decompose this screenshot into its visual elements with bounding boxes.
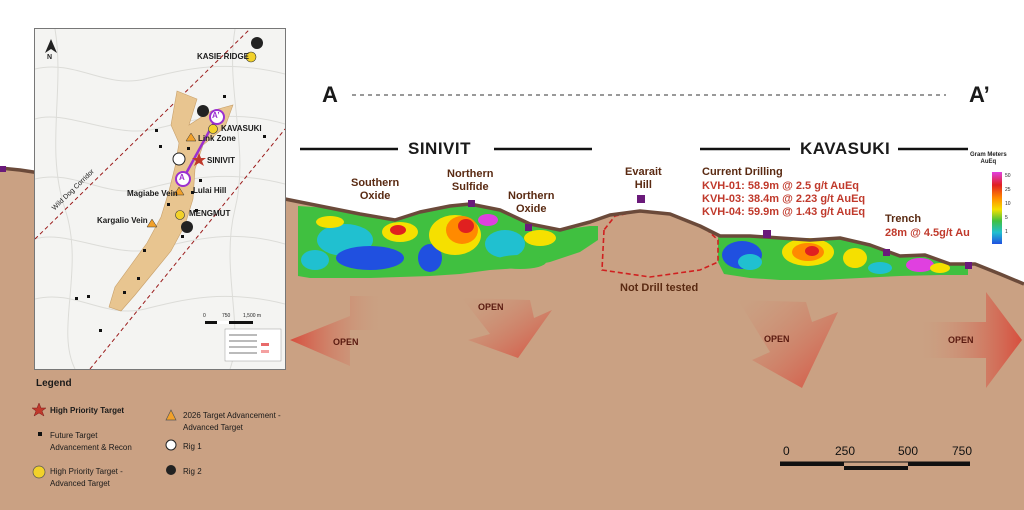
link-zone-target: [185, 132, 197, 142]
colorbar-tick-5: 5: [1005, 215, 1008, 221]
collar-evarait: [637, 195, 645, 203]
colorbar-title: Gram Meters AuEq: [970, 152, 1007, 165]
mengmut-map-label: MENGMUT: [189, 209, 231, 218]
open-arrow-west: [290, 296, 380, 366]
colorbar-tick-1: 1: [1005, 229, 1008, 235]
open-label-west: OPEN: [333, 337, 359, 347]
sinivit-star: [192, 153, 206, 166]
kavasuki-heading: KAVASUKI: [800, 139, 891, 158]
scale-tick-750: 750: [952, 444, 973, 458]
inset-mini-legend: [224, 328, 282, 362]
rig-icon-mengmut: [181, 221, 193, 233]
colorbar-tick-25: 25: [1005, 187, 1011, 193]
north-label: N: [47, 54, 53, 61]
kavasuki-grade-zone: [718, 236, 968, 280]
open-arrow-south-1: [462, 298, 552, 358]
legend-high-priority: High Priority Target: [50, 406, 125, 415]
legend-2026-advancement: 2026 Target Advancement - Advanced Targe…: [183, 411, 281, 432]
rig-icon-kasie: [251, 37, 263, 49]
rig-icon-kavasuki: [197, 105, 209, 117]
advancement-triangle-icon: [165, 409, 177, 421]
scale-tick-250: 250: [835, 444, 856, 458]
southern-oxide-label: Southern Oxide: [351, 177, 400, 202]
inset-scale-tick-0: 0: [203, 313, 206, 319]
trench-title: Trench: [885, 213, 922, 225]
collar-north-oxide: [525, 224, 532, 231]
inset-map-graphic: [35, 29, 285, 369]
collar-north-sulfide: [468, 200, 475, 207]
legend-rig1: Rig 1: [183, 442, 202, 451]
section-end-a: [175, 171, 191, 187]
kasie-ridge-target: [245, 51, 257, 63]
endpoint-a-prime-label: A’: [969, 82, 990, 107]
corridor-line-west: [35, 29, 251, 240]
collar-kavasuki-east: [965, 262, 972, 269]
high-priority-advanced-circle-icon: [32, 465, 46, 479]
rig2-icon: [166, 465, 176, 475]
current-drilling-title: Current Drilling: [702, 166, 783, 178]
scale-bar: [780, 461, 970, 470]
colorbar-ramp: [992, 172, 1002, 244]
endpoint-a-label: A: [322, 82, 338, 107]
legend-title: Legend: [36, 378, 72, 389]
kargalio-vein-label: Kargalio Vein: [97, 216, 148, 225]
inset-location-map: N KASIE RIDGE KAVASUKI Link Zone SINIVIT…: [34, 28, 286, 370]
drill-result-kvh03: KVH-03: 38.4m @ 2.23 g/t AuEq: [702, 193, 866, 205]
kargalio-target: [146, 218, 158, 228]
not-drill-tested-label: Not Drill tested: [620, 282, 699, 294]
rig-icon-sinivit: [172, 152, 186, 166]
kavasuki-target: [208, 124, 218, 134]
colorbar-tick-50: 50: [1005, 173, 1011, 179]
not-drill-tested-outline: [601, 210, 719, 278]
evarait-hill-label: Evarait Hill: [625, 166, 662, 191]
future-target-markers: [75, 95, 266, 332]
scale-tick-500: 500: [898, 444, 919, 458]
north-arrow-icon: [45, 39, 57, 53]
inset-scale-tick-750: 750: [222, 313, 231, 319]
collar-trench: [883, 249, 890, 256]
northern-oxide-label: Northern Oxide: [508, 190, 555, 215]
sinivit-map-label: SINIVIT: [207, 156, 236, 165]
section-end-a-label: A: [179, 173, 185, 182]
section-end-a-prime-label: A’: [212, 111, 220, 120]
future-target-square-icon: [38, 432, 42, 436]
magiabe-target: [173, 186, 185, 196]
drill-result-kvh01: KVH-01: 58.9m @ 2.5 g/t AuEq: [702, 180, 860, 192]
lulai-hill-label: Lulai Hill: [193, 186, 227, 195]
kasie-ridge-label: KASIE RIDGE: [197, 52, 250, 61]
high-priority-star-icon: [32, 403, 46, 417]
inset-mini-legend-lines: [229, 334, 257, 354]
collar-kavasuki-1: [763, 230, 771, 238]
legend-future-target: Future Target Advancement & Recon: [50, 431, 132, 452]
open-arrow-east: [922, 292, 1022, 388]
legend-high-priority-advanced: High Priority Target - Advanced Target: [50, 467, 123, 488]
sinivit-heading: SINIVIT: [408, 139, 472, 158]
collar-west: [0, 166, 6, 172]
kavasuki-map-label: KAVASUKI: [221, 124, 262, 133]
northern-sulfide-label: Northern Sulfide: [447, 168, 494, 193]
legend-rig2: Rig 2: [183, 467, 202, 476]
inset-scale-tick-1500: 1,500 m: [243, 313, 262, 319]
mengmut-target: [175, 210, 185, 220]
open-arrow-south-2: [738, 300, 838, 388]
trench-result: 28m @ 4.5g/t Au: [885, 227, 970, 239]
link-zone-label: Link Zone: [198, 134, 236, 143]
section-end-a-prime: [209, 109, 225, 125]
open-label-south-2: OPEN: [764, 334, 790, 344]
scale-tick-0: 0: [783, 444, 790, 458]
open-label-east: OPEN: [948, 335, 974, 345]
colorbar-tick-10: 10: [1005, 201, 1011, 207]
corridor-line-east: [89, 128, 285, 369]
drill-result-kvh04: KVH-04: 59.9m @ 1.43 g/t AuEq: [702, 206, 866, 218]
magiabe-vein-label: Magiabe Vein: [127, 189, 178, 198]
rig1-icon: [165, 439, 177, 451]
open-label-south-1: OPEN: [478, 302, 504, 312]
